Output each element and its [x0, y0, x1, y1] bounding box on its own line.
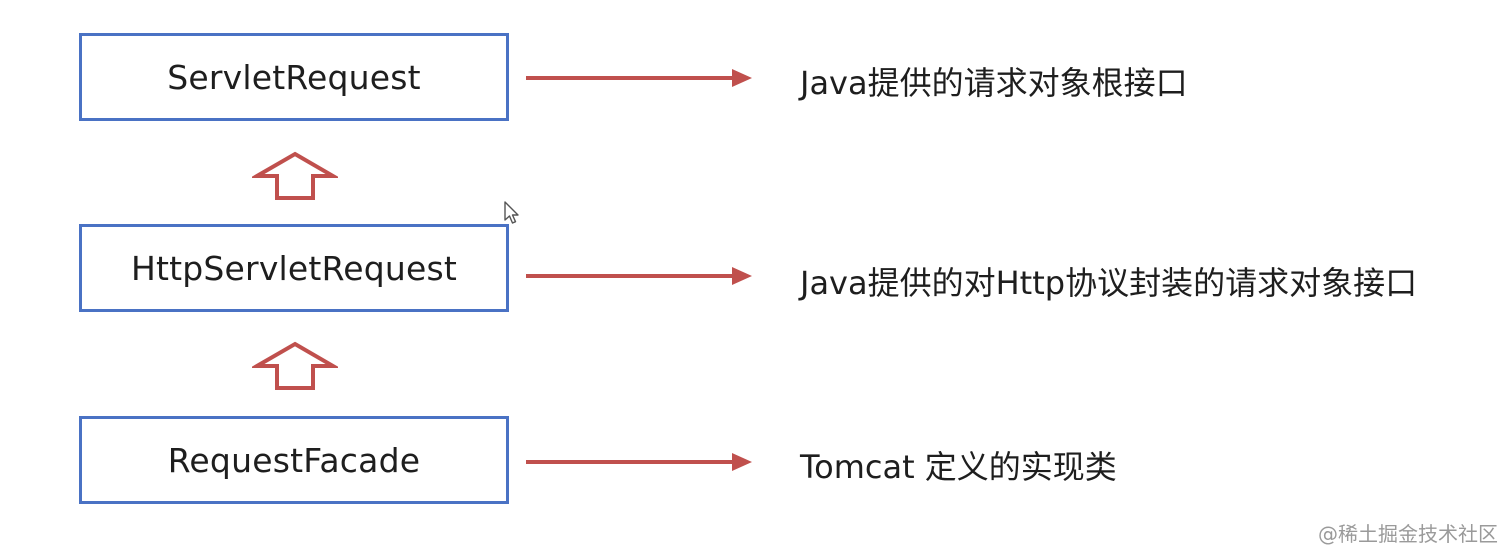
- class-box-servletrequest: ServletRequest: [79, 33, 509, 121]
- description-servletrequest: Java提供的请求对象根接口: [800, 64, 1188, 102]
- right-arrow-icon: [526, 267, 752, 285]
- right-arrow-icon: [526, 69, 752, 87]
- watermark: @稀土掘金技术社区: [1318, 522, 1498, 546]
- class-label: HttpServletRequest: [130, 248, 458, 288]
- mouse-cursor-icon: [504, 201, 519, 224]
- hollow-up-arrow-icon: [252, 341, 338, 390]
- description-requestfacade: Tomcat 定义的实现类: [800, 448, 1117, 486]
- description-httpservletrequest: Java提供的对Http协议封装的请求对象接口: [800, 264, 1418, 302]
- class-box-httpservletrequest: HttpServletRequest: [79, 224, 509, 312]
- class-box-requestfacade: RequestFacade: [79, 416, 509, 504]
- hollow-up-arrow-icon: [252, 151, 338, 200]
- right-arrow-icon: [526, 453, 752, 471]
- class-label: ServletRequest: [167, 57, 421, 97]
- class-label: RequestFacade: [167, 440, 421, 480]
